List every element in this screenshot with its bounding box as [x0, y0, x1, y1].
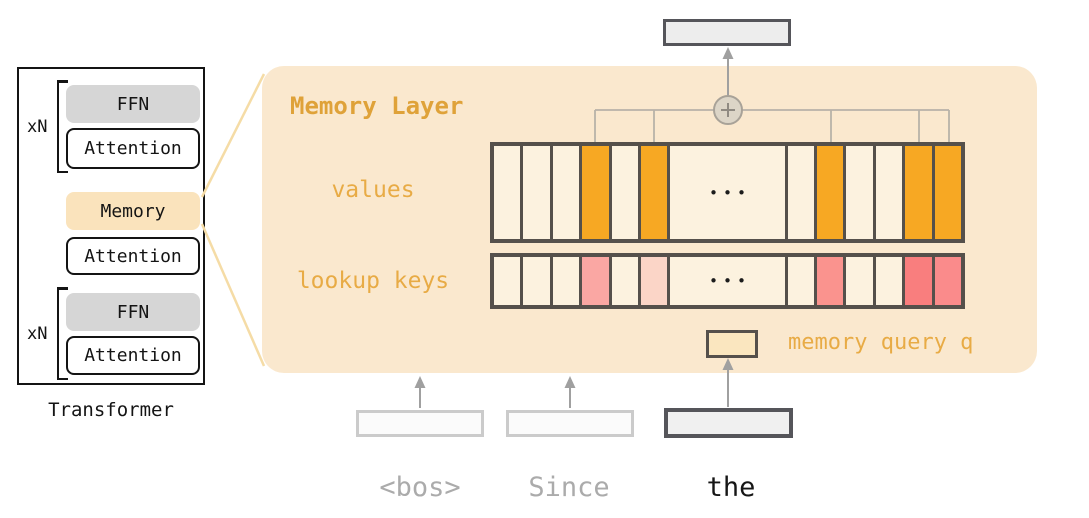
- keys-cell-red_soft: [934, 257, 961, 305]
- memory-query-label: memory query q: [788, 330, 974, 355]
- memory-layer-title: Memory Layer: [290, 92, 464, 120]
- values-row: •••: [490, 142, 965, 243]
- ffn-block-bottom: FFN: [66, 293, 200, 331]
- attention-block-bottom: Attention: [66, 336, 200, 375]
- values-cell-orange: [582, 146, 609, 239]
- bos-arrow-head: [414, 376, 426, 388]
- lookup-keys-label: lookup keys: [296, 268, 450, 294]
- attention-block-mid: Attention: [66, 237, 200, 275]
- attention-block-top: Attention: [66, 128, 200, 169]
- values-cell-plain: [787, 146, 815, 239]
- transformer-panel: xN FFN Attention Memory Attention xN FFN…: [17, 67, 205, 385]
- memory-block: Memory: [66, 192, 200, 230]
- values-cell-plain: [552, 146, 580, 239]
- memory-query-box: [706, 330, 758, 358]
- keys-cell-plain: [494, 257, 521, 305]
- values-cell-plain: [611, 146, 638, 239]
- token-the: the: [706, 472, 756, 503]
- lookup-keys-row: •••: [490, 253, 965, 309]
- keys-cell-pink_light: [640, 257, 668, 305]
- values-cell-plain: [846, 146, 873, 239]
- flare-line-top: [200, 73, 266, 198]
- input-box-bos: [356, 410, 484, 437]
- keys-cell-ellipsis: •••: [670, 257, 785, 305]
- input-box-the: [664, 408, 793, 438]
- token-bos: <bos>: [379, 472, 461, 503]
- values-cell-plain: [494, 146, 521, 239]
- repeat-label-top: xN: [27, 117, 48, 137]
- flare-line-bottom: [200, 223, 266, 367]
- values-cell-orange: [817, 146, 844, 239]
- keys-cell-pink_strong: [817, 257, 844, 305]
- keys-cell-plain: [846, 257, 873, 305]
- keys-cell-plain: [611, 257, 638, 305]
- keys-cell-plain: [523, 257, 550, 305]
- values-cell-plain: [523, 146, 550, 239]
- token-since: Since: [528, 472, 610, 503]
- output-embedding-box: [663, 19, 791, 46]
- values-cell-orange: [640, 146, 668, 239]
- output-arrow-head: [722, 47, 734, 59]
- repeat-bracket-top: [57, 80, 68, 173]
- since-arrow-head: [564, 376, 576, 388]
- values-cell-orange: [905, 146, 932, 239]
- values-cell-orange: [934, 146, 961, 239]
- input-box-since: [506, 410, 634, 437]
- keys-cell-plain: [875, 257, 903, 305]
- keys-cell-red: [905, 257, 932, 305]
- keys-cell-plain: [787, 257, 815, 305]
- repeat-bracket-bottom: [57, 287, 68, 380]
- keys-cell-plain: [552, 257, 580, 305]
- repeat-label-bottom: xN: [27, 324, 48, 344]
- transformer-caption: Transformer: [48, 399, 174, 421]
- values-label: values: [331, 177, 415, 203]
- ffn-block-top: FFN: [66, 85, 200, 123]
- values-cell-ellipsis: •••: [670, 146, 785, 239]
- values-cell-plain: [875, 146, 903, 239]
- keys-cell-pink_mid: [582, 257, 609, 305]
